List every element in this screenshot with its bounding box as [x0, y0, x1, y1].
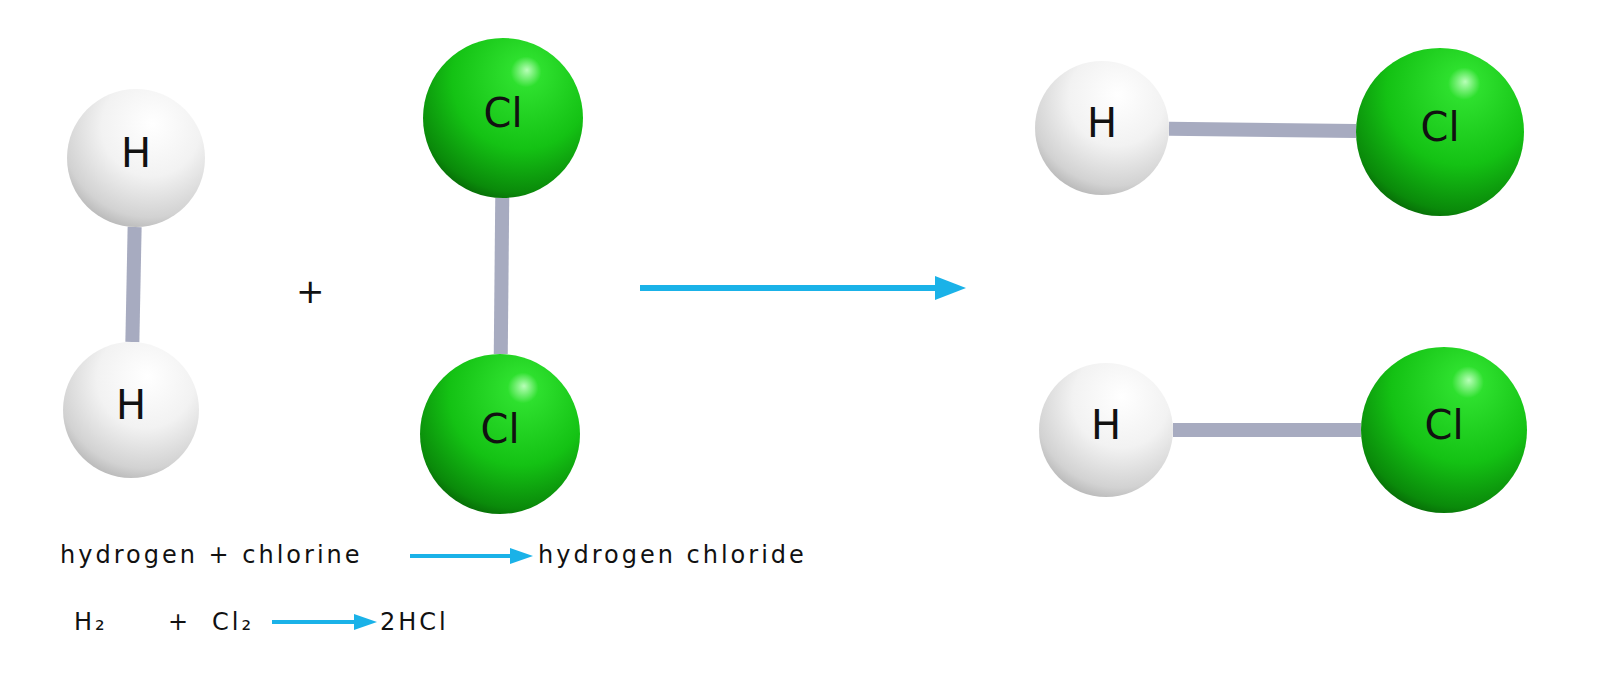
element-symbol: H: [121, 133, 151, 173]
arrow-shaft: [410, 554, 515, 558]
symbol-equation: H₂: [74, 610, 108, 634]
atom-ball: H: [1039, 363, 1173, 497]
symbol-equation-arrow: [272, 614, 377, 630]
element-symbol: Cl: [483, 93, 522, 133]
sphere-shape: [423, 38, 583, 198]
sphere-shape: [1361, 347, 1527, 513]
element-symbol: Cl: [1424, 405, 1463, 445]
symbol-equation: 2HCl: [380, 610, 449, 634]
symbol-equation: +: [168, 610, 191, 634]
sphere-shape: [63, 342, 199, 478]
symbol-equation: Cl₂: [212, 610, 254, 634]
arrow-head: [354, 614, 377, 630]
bond-line: [1173, 423, 1361, 437]
sphere-shape: [1035, 61, 1169, 195]
atom-ball: Cl: [1356, 48, 1524, 216]
element-symbol: H: [116, 385, 146, 425]
bond-line: [1169, 129, 1356, 131]
atom-ball: H: [63, 342, 199, 478]
plus-sign: +: [296, 274, 328, 308]
word-equation-arrow: [410, 548, 533, 564]
element-symbol: Cl: [480, 409, 519, 449]
element-symbol: H: [1091, 405, 1121, 445]
sphere-shape: [67, 89, 205, 227]
element-symbol: H: [1087, 103, 1117, 143]
arrow-head: [510, 548, 533, 564]
atom-ball: H: [1035, 61, 1169, 195]
element-symbol: Cl: [1420, 107, 1459, 147]
word-equation: hydrogen + chlorine: [60, 543, 363, 567]
arrow-shaft: [272, 620, 358, 624]
atom-ball: Cl: [423, 38, 583, 198]
arrow-shaft: [640, 285, 940, 291]
sphere-shape: [420, 354, 580, 514]
atom-ball: H: [67, 89, 205, 227]
bond-line: [132, 227, 134, 342]
atom-ball: Cl: [1361, 347, 1527, 513]
sphere-shape: [1039, 363, 1173, 497]
arrow-head: [935, 276, 966, 300]
reaction-arrow: [640, 276, 966, 300]
bond-line: [501, 198, 502, 354]
atom-ball: Cl: [420, 354, 580, 514]
sphere-shape: [1356, 48, 1524, 216]
word-equation: hydrogen chloride: [538, 543, 807, 567]
